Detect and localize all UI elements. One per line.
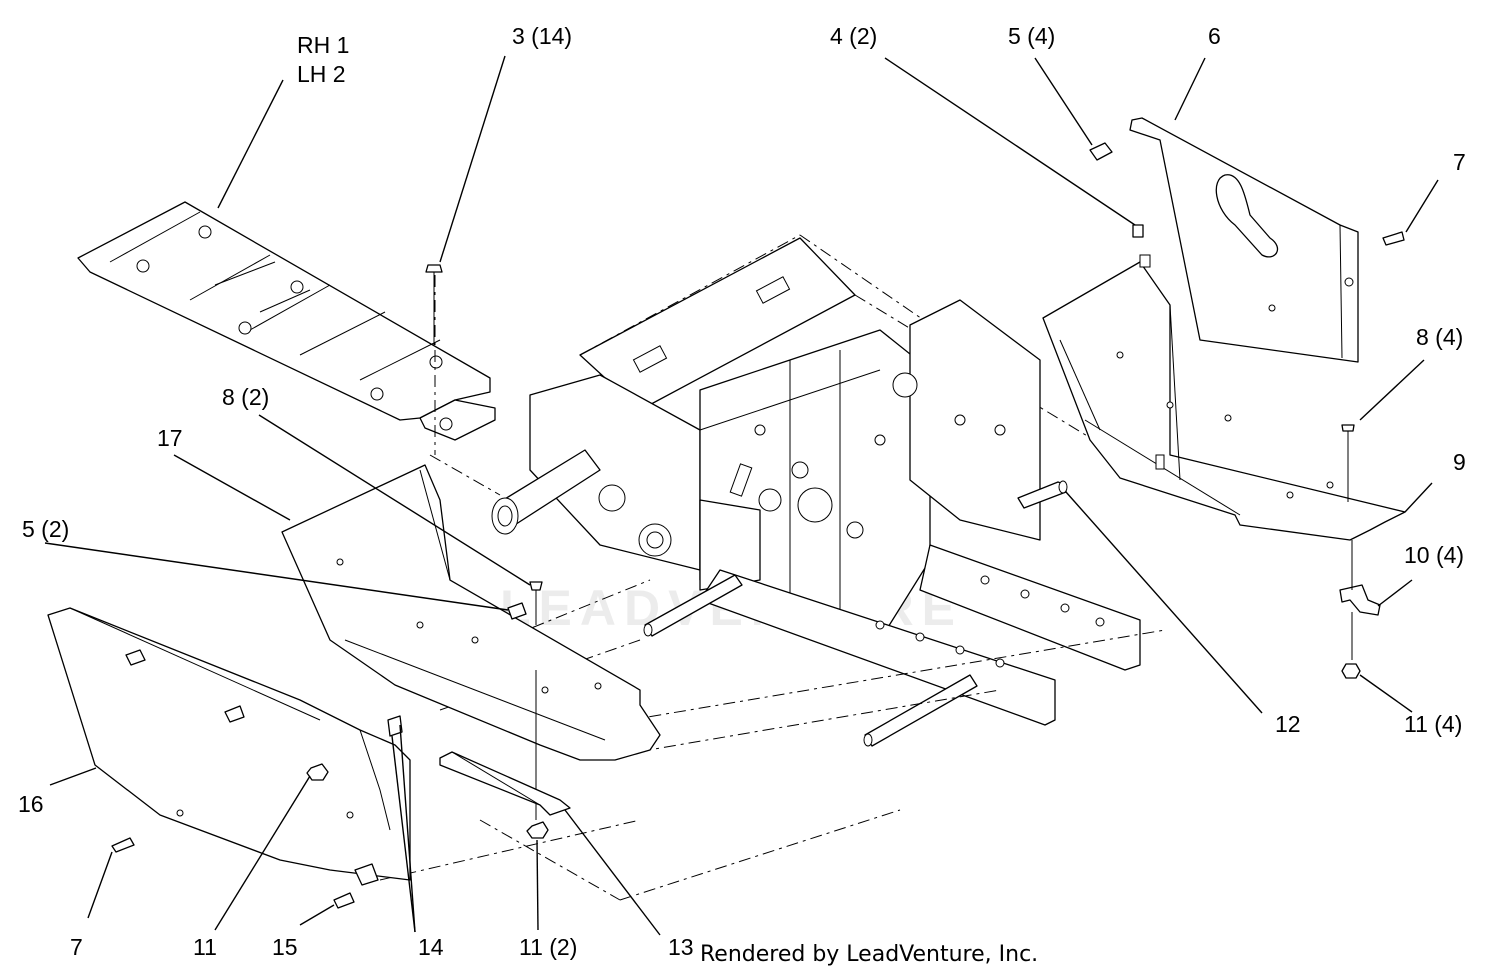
callout-7-upper: 7 xyxy=(1453,149,1466,175)
callout-rh1: RH 1 xyxy=(297,32,349,58)
callout-13: 13 xyxy=(668,934,694,960)
render-credit: Rendered by LeadVenture, Inc. xyxy=(700,942,1038,967)
callout-10: 10 (4) xyxy=(1404,542,1464,568)
callout-lh2: LH 2 xyxy=(297,61,346,87)
callout-6: 6 xyxy=(1208,23,1221,49)
main-frame xyxy=(379,234,1166,901)
callout-5-left: 5 (2) xyxy=(22,516,69,542)
callout-16: 16 xyxy=(18,791,44,817)
callout-17: 17 xyxy=(157,425,183,451)
bolt-part-3 xyxy=(425,264,443,345)
callout-8-upper: 8 (4) xyxy=(1416,324,1463,350)
callout-14: 14 xyxy=(418,934,444,960)
left-panel-part-16 xyxy=(47,607,411,909)
callout-7-lower: 7 xyxy=(70,934,83,960)
callout-8-left: 8 (2) xyxy=(222,384,269,410)
callout-15: 15 xyxy=(272,934,298,960)
left-panel-part-17 xyxy=(281,464,661,820)
callout-9: 9 xyxy=(1453,449,1466,475)
callout-12: 12 xyxy=(1275,711,1301,737)
right-panel-part-9 xyxy=(1042,254,1406,541)
callout-11-right: 11 (4) xyxy=(1404,711,1462,737)
leader-lines xyxy=(44,55,1439,936)
bracket-part-13 xyxy=(439,751,571,839)
callout-11-left: 11 xyxy=(193,934,217,960)
small-hardware-right xyxy=(1017,142,1405,679)
callout-3: 3 (14) xyxy=(512,23,572,49)
callout-labels: RH 1 LH 2 3 (14) 4 (2) 5 (4) 6 7 8 (4) 9… xyxy=(18,23,1466,960)
callout-4: 4 (2) xyxy=(830,23,877,49)
callout-5-upper: 5 (4) xyxy=(1008,23,1055,49)
callout-11-center: 11 (2) xyxy=(519,934,577,960)
foot-rest-plate xyxy=(77,201,496,441)
upper-panel-part-6 xyxy=(1129,117,1359,363)
